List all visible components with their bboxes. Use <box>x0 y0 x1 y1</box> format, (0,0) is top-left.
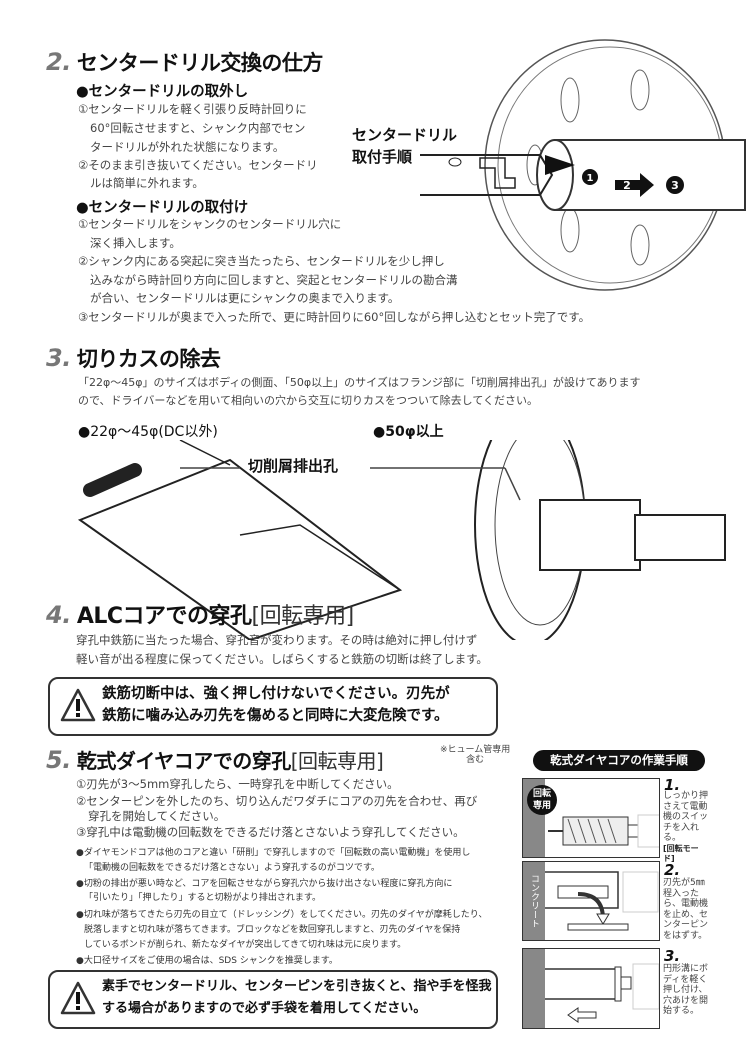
concrete-label: コンクリート <box>523 862 545 940</box>
step-3-marker: 3 <box>671 179 679 192</box>
text-line: 「22φ～45φ」のサイズはボディの側面、「50φ以上」のサイズはフランジ部に「… <box>78 376 641 389</box>
step-2-drawing <box>545 871 659 931</box>
bullet-line: 「引いたり」「押したり」すると切粉がより排出されます。 <box>84 893 321 903</box>
text-line: ②そのまま引き抜いてください。センタードリ <box>78 158 318 172</box>
procedure-panel-2: コンクリート <box>522 861 660 941</box>
section-3-title: 3.切りカスの除去 <box>46 344 221 372</box>
text-line: ③穿孔中は電動機の回転数をできるだけ落とさないよう穿孔してください。 <box>76 825 465 839</box>
bullet-line: 脱落しますと切れ味が落ちてきます。ブロックなどを数回穿孔しますと、刃先のダイヤを… <box>84 925 461 935</box>
text-line: が合い、センタードリルは更にシャンクの奥まで入ります。 <box>90 291 400 305</box>
text-line: ルは簡単に外れます。 <box>90 176 204 190</box>
text-line: ①センタードリルをシャンクのセンタードリル穴に <box>78 217 342 231</box>
text-line: ので、ドライバーなどを用いて相向いの穴から交互に切りカスをつついて除去してくださ… <box>78 394 539 407</box>
text-line: タードリルが外れた状態になります。 <box>90 140 285 154</box>
step-1-drawing <box>548 814 659 848</box>
text-line: 60°回転させますと、シャンク内部でセン <box>90 121 306 135</box>
text-line: ②センターピンを外したのち、切り込んだワダチにコアの刃先を合わせ、再び <box>76 794 478 808</box>
bullet-line: ●ダイヤモンドコアは他のコアと違い「研削」で穿孔しますので「回転数の高い電動機」… <box>76 848 471 858</box>
step-number: 2. <box>664 861 681 879</box>
bullet-line: 「電動機の回転数をできるだけ落とさない」よう穿孔するのがコツです。 <box>84 863 380 873</box>
push-arrow-icon <box>567 1007 597 1023</box>
removal-heading: ●センタードリルの取外し <box>76 84 249 100</box>
section-2-title: 2.センタードリル交換の仕方 <box>46 48 323 76</box>
bullet-line: ●大口径サイズをご使用の場合は、SDS シャンクを推奨します。 <box>76 956 338 966</box>
text-line: ③センタードリルが奥まで入った所で、更に時計回りに60°回しながら押し込むとセッ… <box>78 310 591 324</box>
section-5-title: 5.乾式ダイヤコアでの穿孔[回転専用] <box>46 746 384 774</box>
text-line: ②シャンク内にある突起に突き当たったら、センタードリルを少し押し <box>78 254 445 268</box>
text-line: 穿孔を開始してください。 <box>88 809 226 823</box>
step-2-marker: 2 <box>623 179 631 192</box>
step-2-text: 刃先が5㎜程入ったら、電動機を止め、センターピンをはずす。 <box>663 878 709 941</box>
step-number: 1. <box>664 776 681 794</box>
warning-text: する場合がありますので必ず手袋を着用してください。 <box>102 1001 427 1016</box>
warning-text: 鉄筋切断中は、強く押し付けないでください。刃先が <box>102 686 450 702</box>
section-4-title: 4.ALCコアでの穿孔[回転専用] <box>46 601 354 629</box>
install-heading: ●センタードリルの取付け <box>76 200 249 216</box>
text-line: ①センタードリルを軽く引張り反時計回りに <box>78 102 307 116</box>
warning-box-gloves: 素手でセンタードリル、センターピンを引き抜くと、指や手を怪我 する場合があります… <box>48 970 498 1029</box>
warning-text: 素手でセンタードリル、センターピンを引き抜くと、指や手を怪我 <box>102 979 492 994</box>
bullet-line: ●切粉の排出が悪い時など、コアを回転させながら穿孔穴から抜け出さない程度に穿孔方… <box>76 879 453 889</box>
step-3-text: 円形溝にボディを軽く押し付け、穴あけを開始する。 <box>663 964 709 1016</box>
small-size-label: ●22φ～45φ(DC以外) <box>78 424 218 440</box>
section-5-note: ※ヒューム管専用含む <box>440 745 511 765</box>
text-line: 込みながら時計回り方向に回しますと、突起とセンタードリルの勘合溝 <box>90 273 458 287</box>
procedure-panel-3 <box>522 948 660 1029</box>
procedure-panel-1: 回転専用 <box>522 778 660 858</box>
step-number: 3. <box>664 947 681 965</box>
chip-removal-illustration <box>77 440 726 640</box>
procedure-title: 乾式ダイヤコアの作業手順 <box>533 750 705 771</box>
warning-box-rebar: 鉄筋切断中は、強く押し付けないでください。刃先が 鉄筋に噛み込み刃先を傷めると同… <box>48 677 498 736</box>
figure-label: センタードリル取付手順 <box>352 126 458 166</box>
step-1-text: しっかり押さえて電動機のスイッチを入れる。[回転モード] <box>663 791 709 863</box>
text-line: 軽い音が出る程度に保ってください。しばらくすると鉄筋の切断は終了します。 <box>76 652 488 666</box>
chip-hole-callout: 切削屑排出孔 <box>248 457 339 475</box>
step-1-marker: 1 <box>587 173 594 184</box>
warning-icon <box>60 688 96 722</box>
bullet-line: ●切れ味が落ちてきたら刃先の目立て（ドレッシング）をしてください。刃先のダイヤが… <box>76 910 488 920</box>
text-line: 穿孔中鉄筋に当たった場合、穿孔音が変わります。その時は絶対に押し付けず <box>76 633 478 647</box>
text-line: ①刃先が3～5mm穿孔したら、一時穿孔を中断してください。 <box>76 777 399 791</box>
large-size-label: ●50φ以上 <box>373 424 444 440</box>
bullet-line: しているボンドが削られ、新たなダイヤが突出してきて切れ味は元に戻ります。 <box>84 940 407 950</box>
rotation-only-badge: 回転専用 <box>527 785 557 815</box>
step-3-drawing <box>545 963 659 1023</box>
warning-text: 鉄筋に噛み込み刃先を傷めると同時に大変危険です。 <box>102 708 449 724</box>
text-line: 深く挿入します。 <box>90 236 181 250</box>
center-drill-illustration: 1 2 3 <box>420 39 746 291</box>
warning-icon <box>60 981 96 1015</box>
